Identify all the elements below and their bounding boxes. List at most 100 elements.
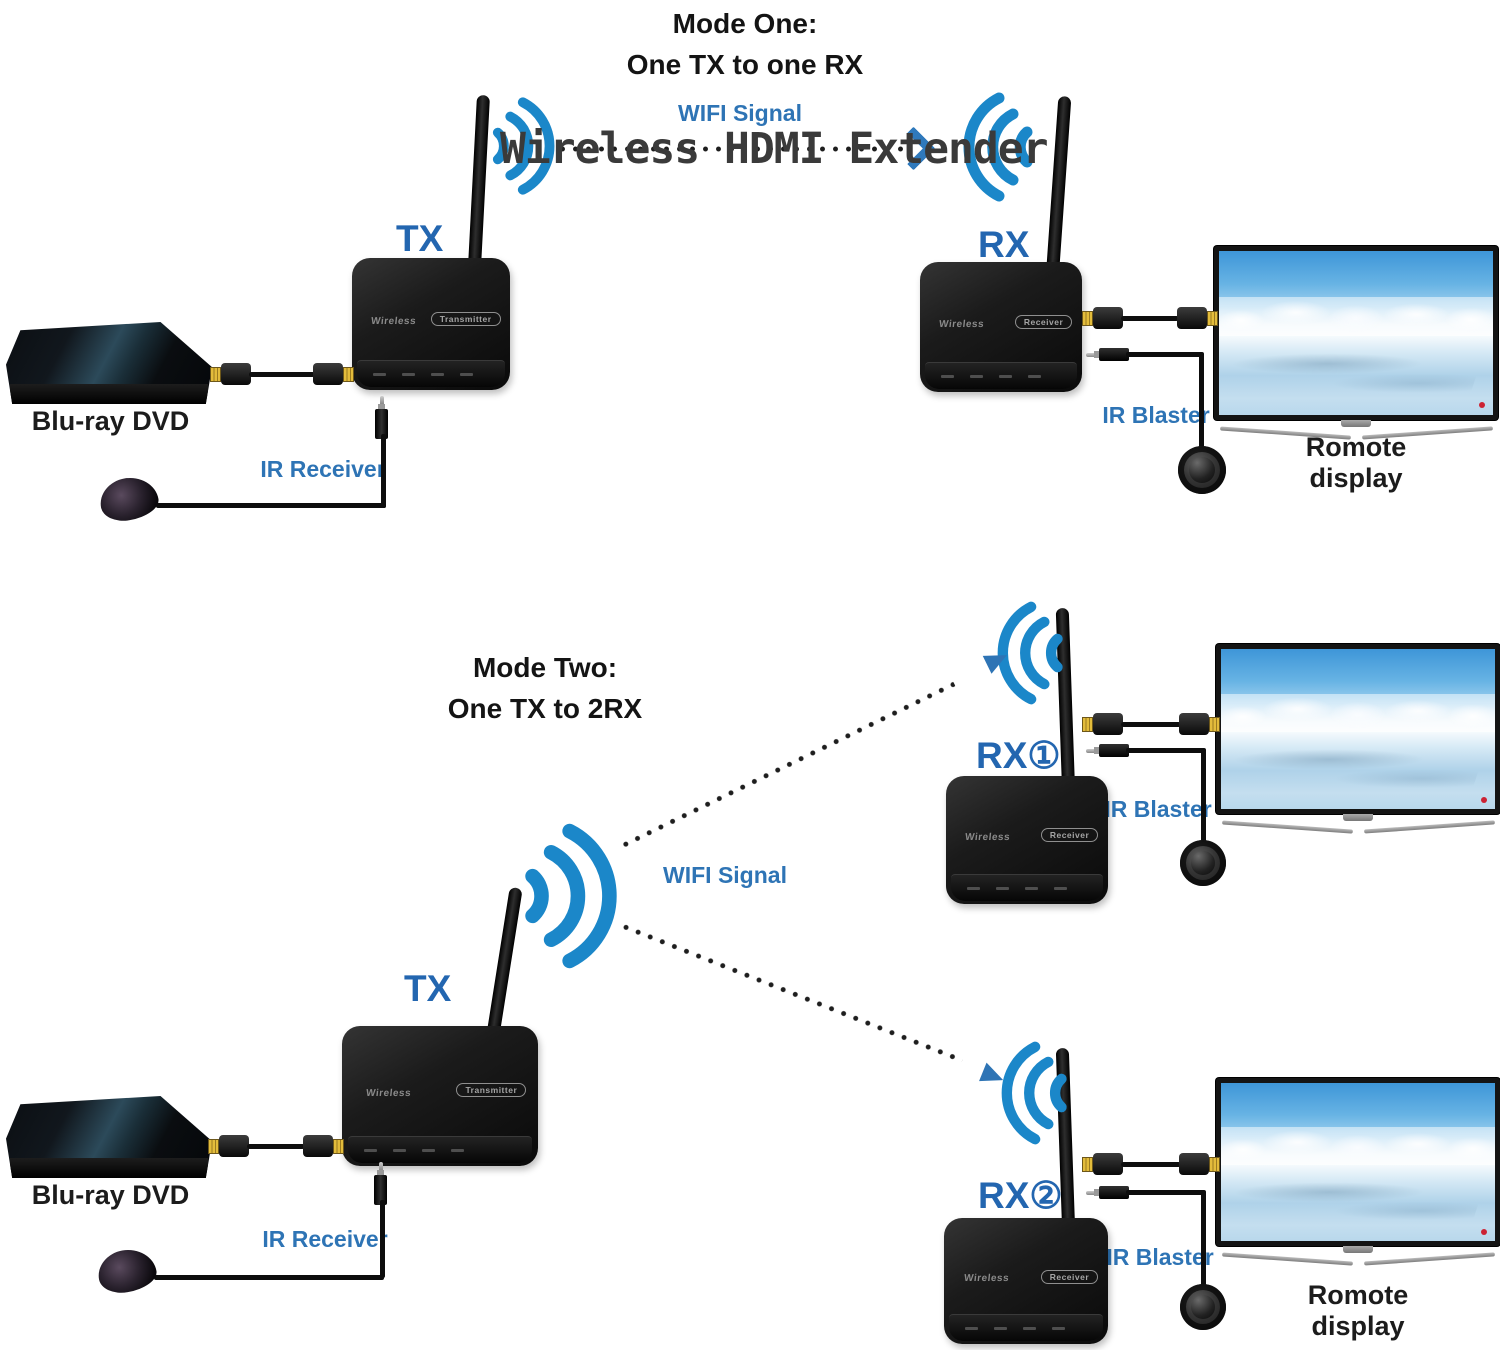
tv-screen [1221,1083,1495,1241]
hdmi-plug [1179,1153,1209,1175]
mode-one-tx-label: TX [396,218,444,259]
ir-receiver-cable [154,1275,384,1280]
jack-ring [378,404,385,409]
transmitter-badge: Transmitter [430,312,501,327]
mode-one-ir-receiver-label: IR Receiver [260,456,386,482]
mode-one-ir-blaster-jack [1086,348,1129,361]
hdmi-connector-icon [208,1138,219,1154]
hdmi-plug [1093,1153,1123,1175]
receiver-badge: Receiver [1014,315,1073,330]
jack-ring [1094,747,1099,754]
mode-two-rx1-wifi-icon [997,601,1068,705]
tv-frame [1216,1078,1500,1246]
mode-one-ir-blaster-device [1178,446,1226,494]
jack-ring [1094,1189,1099,1196]
tv-legs [1214,425,1498,440]
device-front-panel [948,1314,1104,1341]
mode-one-ir-receiver-device [96,473,162,525]
mode-one-tx-device: Wireless Transmitter [352,258,510,390]
ir-receiver-cable [156,503,386,508]
ir-blaster-cable [1199,354,1204,450]
jack-body [375,409,388,439]
hdmi-connector-icon [1209,716,1220,732]
led-indicator [401,372,415,376]
tv-screen [1221,649,1495,809]
mode-one-tv [1214,246,1498,440]
led-indicator [1051,1326,1065,1330]
device-brand-text: Wireless [938,319,986,331]
mode-two-display-label: Romote display [1307,1280,1409,1341]
jack-tip [1086,352,1094,357]
mode-two-rx2-wifi-icon [1001,1041,1072,1145]
led-indicator [940,374,954,378]
led-indicator [1022,1326,1036,1330]
mode-two-wifi-signal-label: WIFI Signal [663,862,787,888]
mode-two-rx1-device: Wireless Receiver [946,776,1108,904]
mode-one-rx-wifi-icon [963,92,1038,202]
ir-blaster-cable [1126,748,1206,753]
tv-frame [1216,644,1500,814]
tv-leg [1221,820,1353,834]
led-indicator [372,372,386,376]
hdmi-wire [1121,721,1181,727]
jack-tip [1086,748,1094,753]
mode-two-hdmi-cable [208,1134,344,1158]
tv-logo-icon [1480,1228,1487,1235]
hdmi-plug [219,1135,249,1157]
hdmi-connector-icon [1082,310,1093,326]
jack-ring [377,1170,384,1175]
hdmi-plug [1177,307,1207,329]
mode-one-title: Mode One: One TX to one RX [585,4,905,85]
device-front-panel [924,362,1078,389]
hdmi-connector-icon [1207,310,1218,326]
hdmi-wire [1121,1161,1181,1167]
led-indicator [363,1148,377,1152]
tv-logo-icon [1480,796,1487,803]
device-front-panel [356,360,506,387]
mode-two-tx-label: TX [404,968,452,1009]
jack-tip [379,396,384,404]
mode-one-wifi-dotted-line [556,146,906,152]
jack-tip [1086,1190,1094,1195]
mode-two-title-line2: One TX to 2RX [447,692,643,724]
mode-two-rx1-label: RX① [976,735,1061,776]
mode-two-rx1-ir-blaster-device [1180,840,1226,886]
hdmi-connector-icon [1209,1156,1220,1172]
mode-two-tx-wifi-icon [518,823,617,969]
mode-two-rx1-ir-jack [1086,744,1129,757]
tv-stand [1343,814,1373,821]
watermark-text: Wireless HDMI Extender [500,124,1049,174]
mode-two-rx1-hdmi-cable [1082,712,1220,736]
ir-blaster-cable [1126,1190,1206,1195]
mode-one-wifi-signal-label: WIFI Signal [678,100,802,126]
led-indicator [421,1148,435,1152]
tv-legs [1216,819,1500,834]
tv-screen [1219,251,1493,415]
mode-two-rx2-label: RX② [978,1175,1063,1216]
mode-one-bluray-player [6,322,212,404]
ir-receiver-cable [380,1200,385,1278]
mode-one-hdmi-cable [210,362,354,386]
device-brand-text: Wireless [963,1273,1010,1285]
tv-leg [1363,820,1495,834]
tv-stand [1343,1246,1373,1253]
mode-one-rx-antenna-icon [1046,95,1072,275]
hdmi-plug [313,363,343,385]
mode-one-rx-hdmi-cable [1082,306,1218,330]
hdmi-connector-icon [1082,716,1093,732]
mode-two-rx2-ir-blaster-label: IR Blaster [1106,1244,1214,1270]
led-indicator [459,372,473,376]
mode-one-ir-jack [375,396,388,439]
mode-two-rx1-ir-blaster-label: IR Blaster [1104,796,1212,822]
hdmi-connector-icon [210,366,221,382]
mode-two-wifi-dotted-line-down [618,922,964,1064]
jack-body [374,1175,387,1205]
device-brand-text: Wireless [964,832,1012,844]
mode-one-title-line2: One TX to one RX [626,48,864,80]
hdmi-wire [249,371,315,377]
mode-two-rx2-tv [1216,1078,1500,1266]
hdmi-plug [1093,713,1123,735]
hdmi-plug [1179,713,1209,735]
ir-receiver-cable [381,434,386,508]
